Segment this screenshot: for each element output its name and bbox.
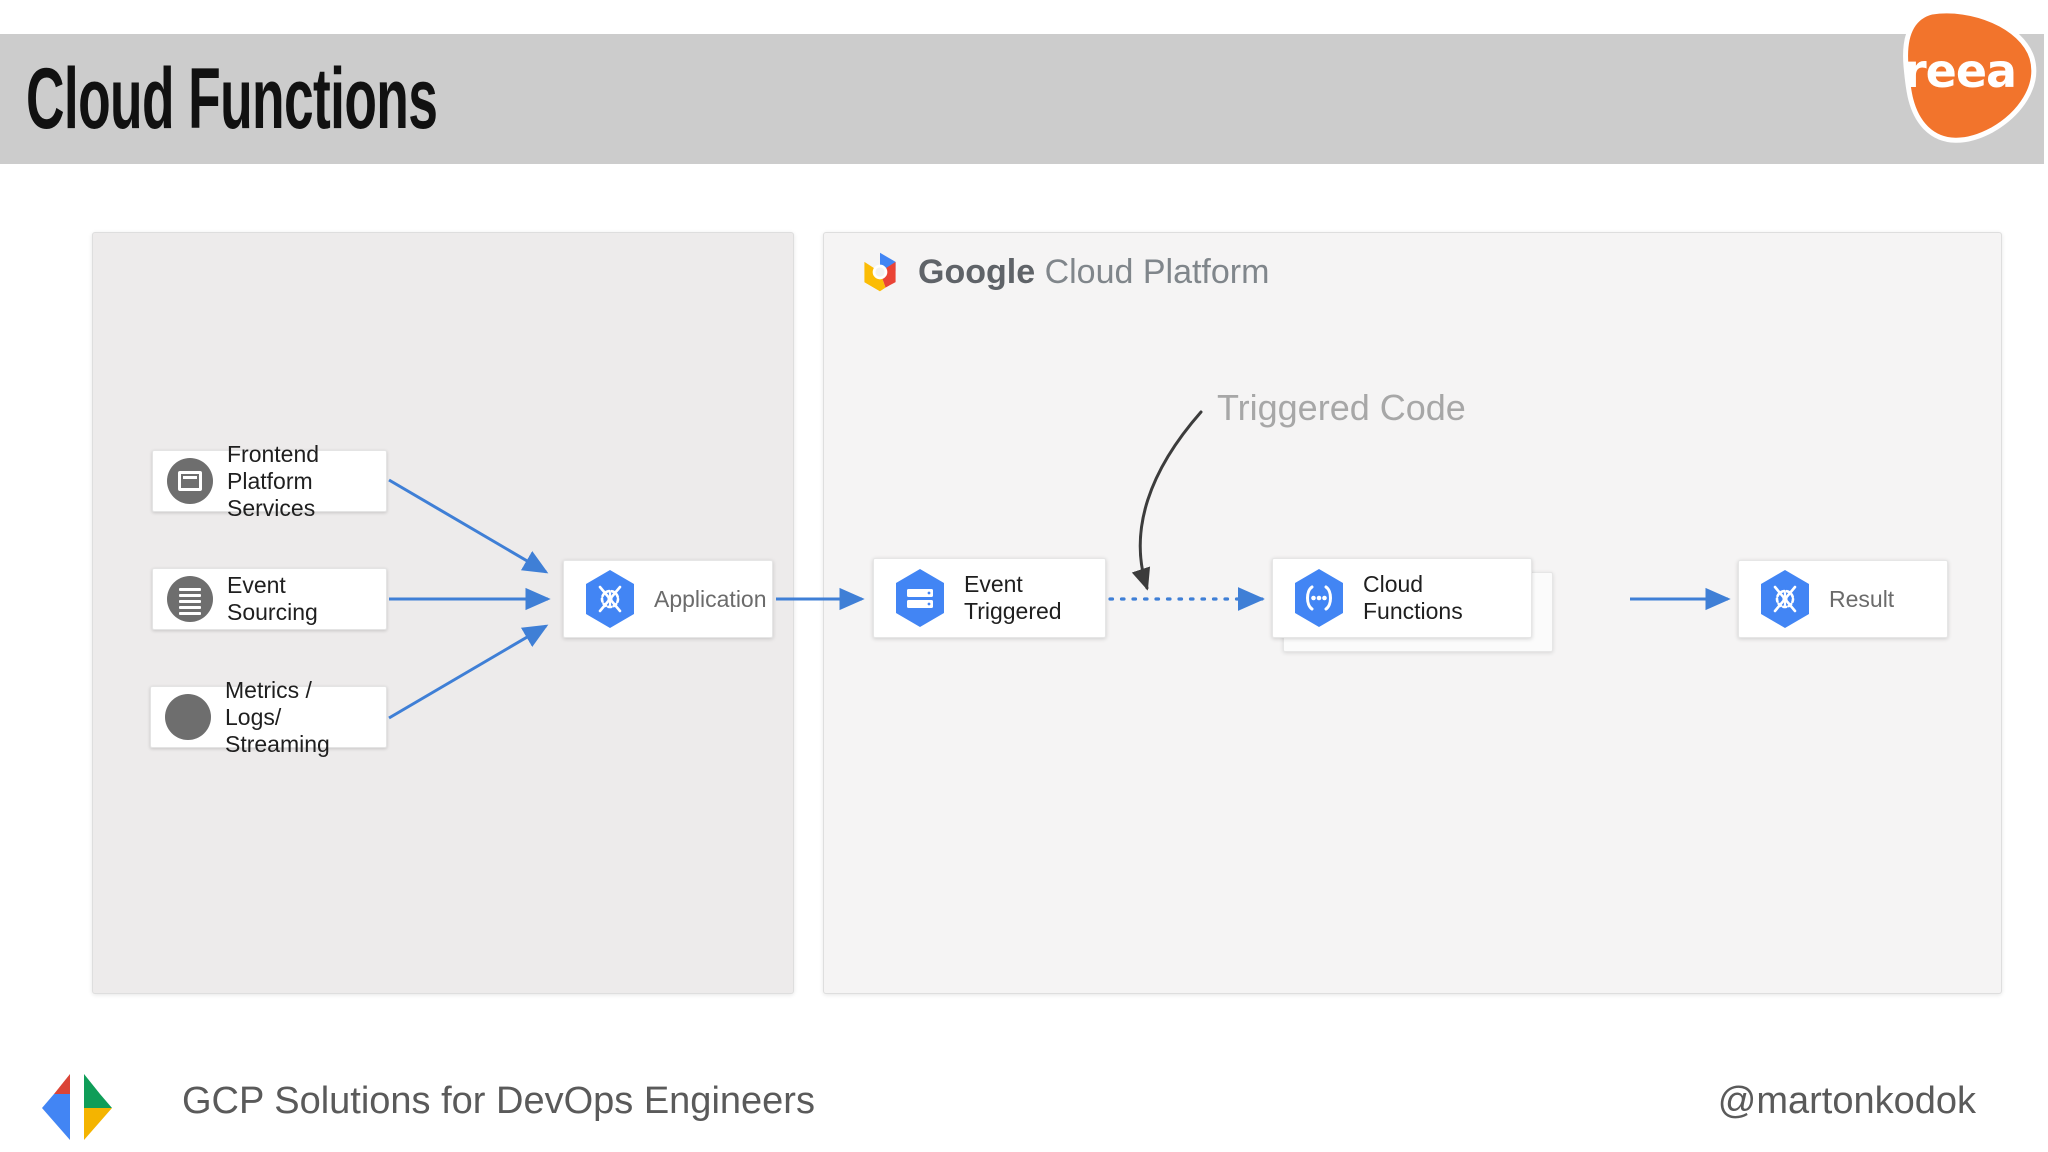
flow-card-label: Application xyxy=(654,585,767,612)
footer-handle: @martonkodok xyxy=(1717,1080,1976,1122)
flow-card-cloud-functions[interactable]: Cloud Functions xyxy=(1272,558,1532,638)
flow-card-label: Cloud Functions xyxy=(1363,571,1463,624)
window-icon xyxy=(167,458,213,504)
flow-card-event-triggered[interactable]: Event Triggered xyxy=(873,558,1106,638)
flow-card-result[interactable]: Result xyxy=(1738,560,1948,638)
flow-card-label: Result xyxy=(1829,585,1895,612)
gcp-wordmark: Google Cloud Platform xyxy=(918,253,1269,292)
reea-wordmark: reea xyxy=(1903,44,2017,98)
gcp-product-text: Cloud Platform xyxy=(1044,252,1270,291)
google-developers-logo xyxy=(42,1074,112,1140)
reea-logo: reea xyxy=(1880,4,2040,146)
source-card-label: Frontend Platform Services xyxy=(227,440,320,521)
google-cloud-hexagon-icon xyxy=(864,252,896,292)
flow-card-application[interactable]: Application xyxy=(563,560,773,638)
footer-title: GCP Solutions for DevOps Engineers xyxy=(182,1080,815,1122)
gcp-compute-hexagon-icon xyxy=(582,568,638,630)
gcp-cloud-functions-hexagon-icon xyxy=(1291,567,1347,629)
source-card-label: Event Sourcing xyxy=(227,572,318,625)
title-band xyxy=(0,34,2044,164)
flow-card-label: Event Triggered xyxy=(964,571,1062,624)
source-card-label: Metrics / Logs/ Streaming xyxy=(225,676,330,757)
gcp-compute-hexagon-icon xyxy=(1757,568,1813,630)
reea-blob-shape xyxy=(1903,8,2037,143)
source-card-event-sourcing[interactable]: Event Sourcing xyxy=(152,568,387,630)
gcp-brand-text: Google xyxy=(918,252,1036,291)
triggered-code-annotation-label: Triggered Code xyxy=(1217,387,1466,428)
gcp-datastore-hexagon-icon xyxy=(892,567,948,629)
page-title: Cloud Functions xyxy=(26,51,438,147)
circle-icon xyxy=(165,694,211,740)
stack-list-icon xyxy=(167,576,213,622)
source-card-metrics-logs-streaming[interactable]: Metrics / Logs/ Streaming xyxy=(150,677,387,757)
gcp-header: Google Cloud Platform xyxy=(858,250,1269,294)
source-card-frontend-platform-services[interactable]: Frontend Platform Services xyxy=(152,441,387,521)
